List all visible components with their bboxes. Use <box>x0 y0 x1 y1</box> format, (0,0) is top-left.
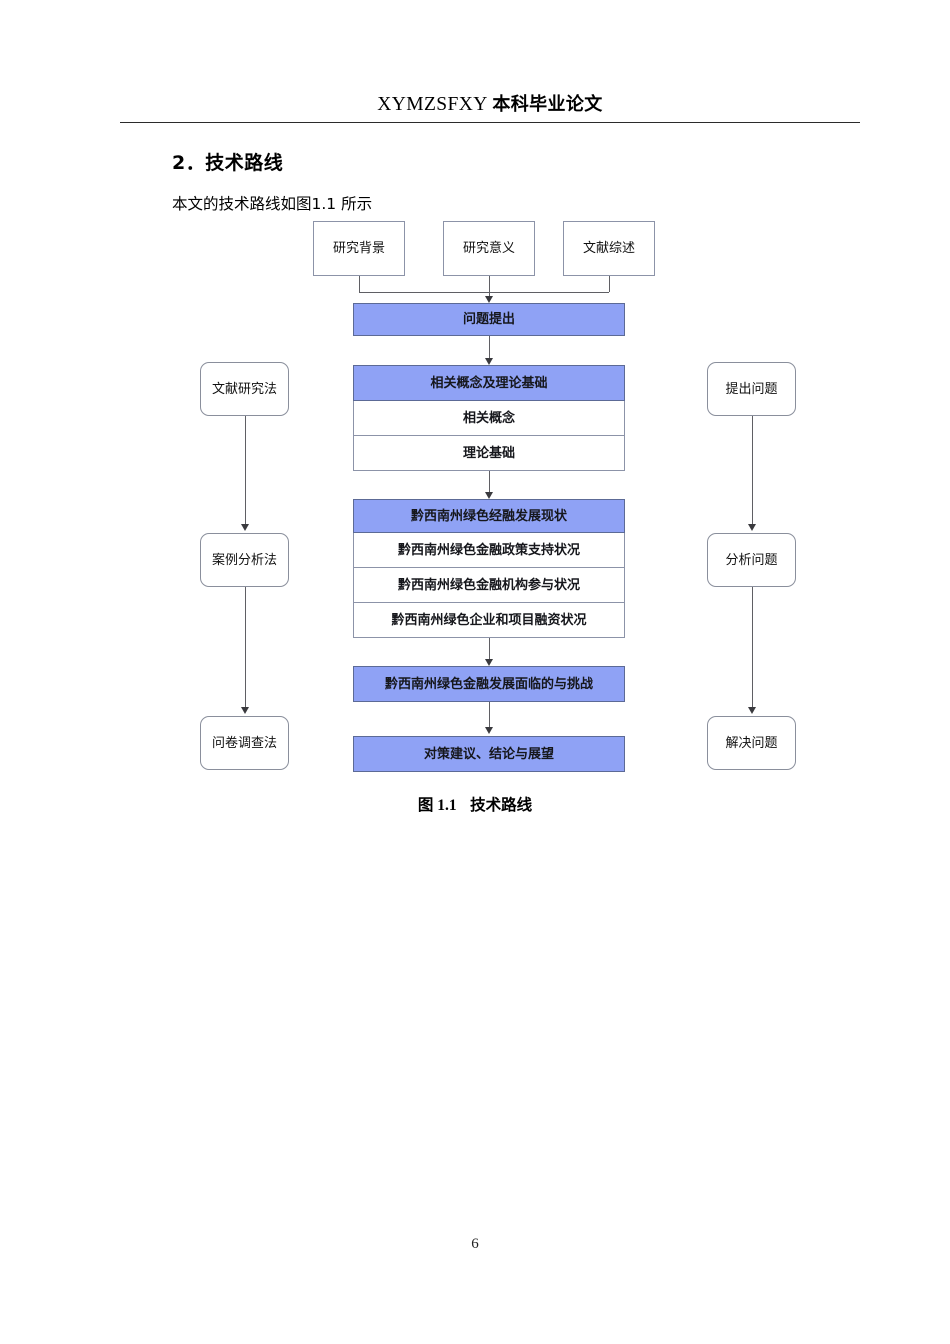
group-status-row-financing[interactable]: 黔西南州绿色企业和项目融资状况 <box>353 603 625 638</box>
node-challenges[interactable]: 黔西南州绿色金融发展面临的与挑战 <box>353 666 625 702</box>
connector-method-1-to-2 <box>245 416 246 526</box>
connector-significance-down <box>489 276 490 300</box>
group-status-header[interactable]: 黔西南州绿色经融发展现状 <box>353 499 625 533</box>
group-concepts-row-concept[interactable]: 相关概念 <box>353 401 625 436</box>
group-concepts-row-theory[interactable]: 理论基础 <box>353 436 625 471</box>
group-status-row-policy[interactable]: 黔西南州绿色金融政策支持状况 <box>353 533 625 568</box>
node-raise-problem[interactable]: 提出问题 <box>707 362 796 416</box>
figure-caption-text: 技术路线 <box>470 796 533 814</box>
figure-caption-number: 图 1.1 <box>417 797 457 814</box>
connector-review-down <box>609 276 610 292</box>
figure-caption: 图 1.1 技术路线 <box>0 793 950 815</box>
arrowhead-to-solve-problem <box>747 707 756 714</box>
connector-inputs-bus <box>359 292 609 293</box>
group-status: 黔西南州绿色经融发展现状 黔西南州绿色金融政策支持状况 黔西南州绿色金融机构参与… <box>353 499 625 638</box>
group-status-row-institutions[interactable]: 黔西南州绿色金融机构参与状况 <box>353 568 625 603</box>
node-case-analysis-method[interactable]: 案例分析法 <box>200 533 289 587</box>
header-rule <box>120 122 860 123</box>
node-questionnaire-survey-method[interactable]: 问卷调查法 <box>200 716 289 770</box>
node-research-background[interactable]: 研究背景 <box>313 221 405 276</box>
connector-status-to-challenges <box>489 638 490 664</box>
arrowhead-to-case-method <box>240 524 249 531</box>
connector-background-down <box>359 276 360 292</box>
connector-problem-to-concepts <box>489 336 490 362</box>
page-header-text: XYMZSFXY 本科毕业论文 <box>377 94 602 115</box>
connector-method-2-to-3 <box>245 587 246 709</box>
section-intro-text: 本文的技术路线如图1.1 所示 <box>172 195 373 213</box>
group-concepts-header[interactable]: 相关概念及理论基础 <box>353 365 625 401</box>
connector-stage-2-to-3 <box>752 587 753 709</box>
arrowhead-to-challenges <box>484 659 493 666</box>
arrowhead-to-status <box>484 492 493 499</box>
node-conclusion[interactable]: 对策建议、结论与展望 <box>353 736 625 772</box>
connector-challenges-to-conclusion <box>489 702 490 730</box>
page-header-latin: XYMZSFXY <box>377 94 488 115</box>
page-number: 6 <box>471 1236 479 1252</box>
node-literature-research-method[interactable]: 文献研究法 <box>200 362 289 416</box>
node-solve-problem[interactable]: 解决问题 <box>707 716 796 770</box>
group-concepts: 相关概念及理论基础 相关概念 理论基础 <box>353 365 625 471</box>
arrowhead-to-survey-method <box>240 707 249 714</box>
node-literature-review[interactable]: 文献综述 <box>563 221 655 276</box>
section-heading: 2．技术路线 <box>172 152 284 174</box>
node-problem-statement[interactable]: 问题提出 <box>353 303 625 336</box>
node-research-significance[interactable]: 研究意义 <box>443 221 535 276</box>
page-header: XYMZSFXY 本科毕业论文 <box>120 90 860 116</box>
arrowhead-to-problem <box>484 296 493 303</box>
page-header-cjk: 本科毕业论文 <box>492 94 603 115</box>
connector-stage-1-to-2 <box>752 416 753 526</box>
connector-concepts-to-status <box>489 471 490 497</box>
arrowhead-to-concepts <box>484 358 493 365</box>
node-analyze-problem[interactable]: 分析问题 <box>707 533 796 587</box>
arrowhead-to-analyze-problem <box>747 524 756 531</box>
arrowhead-to-conclusion <box>484 727 493 734</box>
